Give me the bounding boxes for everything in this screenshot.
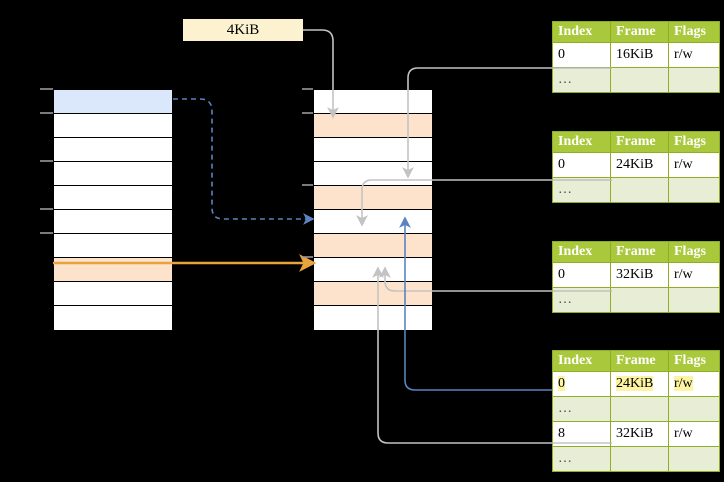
page-table-1-header-frame: Frame	[610, 21, 669, 43]
page-table-4-r0-frame: 24KiB	[610, 371, 669, 397]
virtual-address-space-column	[53, 89, 173, 331]
physical-frame-row-1[interactable]	[314, 114, 432, 138]
page-table-4-row-1[interactable]: …	[552, 396, 720, 422]
page-table-2-header-index: Index	[552, 131, 611, 153]
page-table-2-r0-index: 0	[552, 152, 611, 178]
page-table-3-r0-index: 0	[552, 262, 611, 288]
page-table-4-r0-index: 0	[552, 371, 611, 397]
page-table-3-row-1[interactable]: …	[552, 287, 720, 313]
virtual-page-row-2[interactable]	[54, 138, 172, 162]
virtual-page-row-6[interactable]	[54, 234, 172, 258]
page-table-4-header-flags: Flags	[668, 350, 720, 372]
page-table-4-r1-flags	[668, 396, 720, 422]
physical-frame-row-0[interactable]	[314, 90, 432, 114]
page-table-1-r1-frame	[610, 67, 669, 93]
page-table-1-header-index: Index	[552, 21, 611, 43]
page-table-2-header-frame: Frame	[610, 131, 669, 153]
page-table-2-r1-frame	[610, 177, 669, 203]
page-table-1-header-flags: Flags	[668, 21, 720, 43]
left-column-tick-marks	[40, 88, 53, 234]
page-table-4-row-3[interactable]: …	[552, 446, 720, 472]
physical-frame-row-3[interactable]	[314, 162, 432, 186]
page-table-4-r2-frame: 32KiB	[610, 421, 669, 447]
page-table-1-r0-flags: r/w	[668, 42, 720, 68]
page-table-1-r0-frame: 16KiB	[610, 42, 669, 68]
physical-frame-row-8[interactable]	[314, 282, 432, 306]
virtual-page-row-4[interactable]	[54, 186, 172, 210]
physical-frame-row-2[interactable]	[314, 138, 432, 162]
page-table-1-r0-index: 0	[552, 42, 611, 68]
page-table-4-header-index: Index	[552, 350, 611, 372]
page-table-2-r1-index: …	[552, 177, 611, 203]
page-table-3-r1-index: …	[552, 287, 611, 313]
virtual-page-row-7[interactable]	[54, 258, 172, 282]
physical-frame-row-5[interactable]	[314, 210, 432, 234]
physical-frame-row-9[interactable]	[314, 306, 432, 330]
page-table-2-r0-frame: 24KiB	[610, 152, 669, 178]
physical-frame-row-7[interactable]	[314, 258, 432, 282]
virtual-page-row-5[interactable]	[54, 210, 172, 234]
page-table-4-r3-index: …	[552, 446, 611, 472]
virtual-page-row-3[interactable]	[54, 162, 172, 186]
page-table-2-header-flags: Flags	[668, 131, 720, 153]
physical-memory-column	[313, 89, 433, 331]
physical-frame-row-4[interactable]	[314, 186, 432, 210]
size-label-4kib: 4KiB	[183, 19, 303, 41]
page-table-1-r1-index: …	[552, 67, 611, 93]
page-table-2-r1-flags	[668, 177, 720, 203]
page-table-3-header-flags: Flags	[668, 241, 720, 263]
page-table-4-r2-flags: r/w	[668, 421, 720, 447]
page-table-3-header-frame: Frame	[610, 241, 669, 263]
virtual-page-row-9[interactable]	[54, 306, 172, 330]
virtual-page-row-1[interactable]	[54, 114, 172, 138]
page-table-1-row-1[interactable]: …	[552, 67, 720, 93]
page-table-4-header-frame: Frame	[610, 350, 669, 372]
page-table-3-header-index: Index	[552, 241, 611, 263]
virtual-page-row-0[interactable]	[54, 90, 172, 114]
middle-column-tick-marks	[302, 88, 313, 258]
page-table-2-row-1[interactable]: …	[552, 177, 720, 203]
page-table-4-r2-index: 8	[552, 421, 611, 447]
page-table-4-r1-index: …	[552, 396, 611, 422]
wire-blue-dashed	[173, 98, 315, 225]
page-table-4-r0-flags: r/w	[668, 371, 720, 397]
page-table-3-r1-flags	[668, 287, 720, 313]
page-table-1-r1-flags	[668, 67, 720, 93]
physical-frame-row-6[interactable]	[314, 234, 432, 258]
page-table-3-r0-flags: r/w	[668, 262, 720, 288]
page-table-4-r1-frame	[610, 396, 669, 422]
page-table-2-r0-flags: r/w	[668, 152, 720, 178]
virtual-page-row-8[interactable]	[54, 282, 172, 306]
page-table-3-r1-frame	[610, 287, 669, 313]
page-table-3-r0-frame: 32KiB	[610, 262, 669, 288]
page-table-4-r3-frame	[610, 446, 669, 472]
page-table-4-r3-flags	[668, 446, 720, 472]
